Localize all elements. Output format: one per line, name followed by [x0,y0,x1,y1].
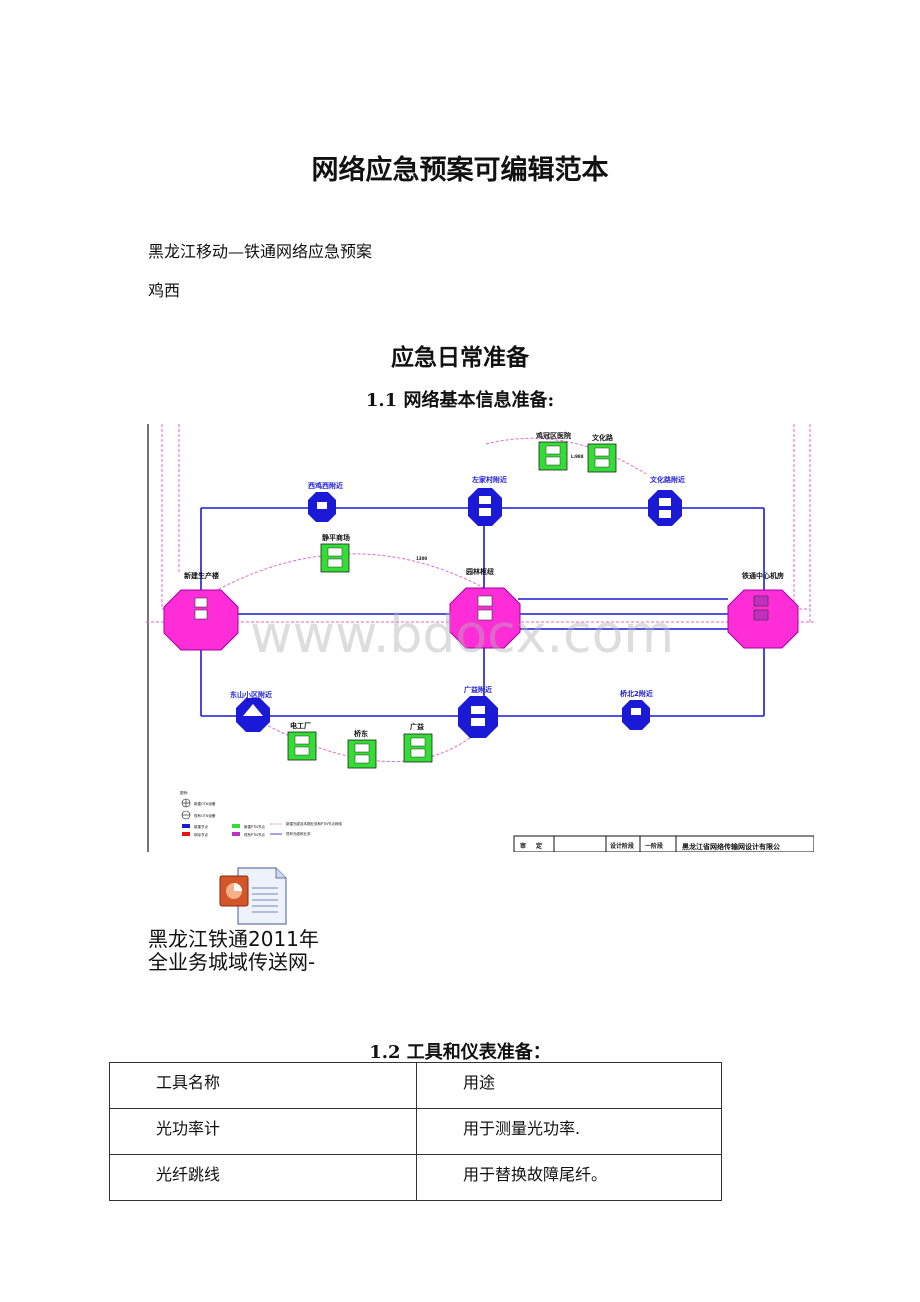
svg-text:广益: 广益 [410,722,424,731]
node-guangyi-near [458,696,498,738]
table-row: 光功率计 用于测量光功率. [109,1108,722,1155]
node-xinjian [163,589,239,651]
svg-text:园林枢纽: 园林枢纽 [466,567,494,576]
tools-table: 工具名称 用途 光功率计 用于测量光功率. 光纤跳线 用于替换故障尾纤。 [109,1062,722,1201]
svg-text:定: 定 [535,842,542,850]
svg-text:文化路附近: 文化路附近 [650,475,685,484]
svg-text:静平商场: 静平商场 [322,533,350,542]
table-header-row: 工具名称 用途 [109,1062,722,1109]
attachment-label-line1: 黑龙江铁通2011年 [148,927,319,951]
svg-text:新建节点: 新建节点 [194,824,208,829]
watermark: www.bdocx.com [250,605,675,665]
node-labels: 西鸡西附近 左家村附近 文化路附近 鸡冠区医院 文化路 静平商场 新建生产楼 园… [184,431,784,738]
svg-text:铁通中心机房: 铁通中心机房 [742,571,784,580]
green-boxes [287,441,617,769]
svg-text:L:988: L:988 [571,454,584,459]
svg-text:审: 审 [520,842,526,850]
svg-text:一阶段: 一阶段 [645,842,663,850]
title-block: 审 定 设计阶段 一阶段 黑龙江省网络传输网设计有限公 [513,835,814,852]
legend: 图例: 新建OTN设备 现有OTN设备 新建节点 拆除节点 新建PTN节点 现有… [180,790,342,837]
section-heading: 应急日常准备 [391,344,529,371]
subtitle-line-1: 黑龙江移动—铁通网络应急预案 [148,242,373,261]
blue-nodes [236,488,682,738]
table-cell: 光功率计 [109,1108,417,1155]
document-title: 网络应急预案可编辑范本 [311,155,609,186]
table-cell: 光纤跳线 [109,1154,417,1201]
svg-text:现有OTN设备: 现有OTN设备 [194,813,216,818]
svg-text:鸡冠区医院: 鸡冠区医院 [535,431,571,440]
table-cell: 用于替换故障尾纤。 [416,1154,722,1201]
svg-text:新建光缆及本期业务和PTN节点网络: 新建光缆及本期业务和PTN节点网络 [286,821,342,826]
table-header-cell: 工具名称 [109,1062,417,1109]
svg-text:文化路: 文化路 [592,433,614,442]
svg-text:拆除节点: 拆除节点 [194,832,208,837]
subtitle-line-2: 鸡西 [148,281,181,300]
svg-text:桥北2附近: 桥北2附近 [620,689,653,698]
svg-text:新建PTN节点: 新建PTN节点 [244,824,265,829]
table-header-cell: 用途 [416,1062,722,1109]
attachment-label-line2: 全业务城域传送网- [148,950,316,974]
svg-text:新建OTN设备: 新建OTN设备 [194,801,216,806]
network-diagram: 西鸡西附近 左家村附近 文化路附近 鸡冠区医院 文化路 静平商场 新建生产楼 园… [146,424,814,852]
svg-text:现有PTN节点: 现有PTN节点 [244,832,265,837]
svg-text:新建生产楼: 新建生产楼 [184,571,219,580]
svg-text:设计阶段: 设计阶段 [610,842,634,850]
svg-text:现有光缆和业务: 现有光缆和业务 [286,831,311,836]
table-row: 光纤跳线 用于替换故障尾纤。 [109,1154,722,1201]
table-cell: 用于测量光功率. [416,1108,722,1155]
svg-text:图例:: 图例: [180,790,188,795]
svg-text:广益附近: 广益附近 [464,685,492,694]
powerpoint-file-icon[interactable] [218,866,290,926]
svg-text:桥东: 桥东 [354,729,368,738]
section-1-2-heading: 1.2 工具和仪表准备： [369,1042,551,1063]
svg-text:电工厂: 电工厂 [290,721,311,730]
node-wenhualu-near [648,490,682,526]
attachment-label[interactable]: 黑龙江铁通2011年 全业务城域传送网- [148,928,408,974]
node-zuojiacun [468,488,502,526]
svg-text:西鸡西附近: 西鸡西附近 [308,481,343,490]
svg-text:1300: 1300 [416,556,427,561]
svg-text:左家村附近: 左家村附近 [471,475,507,484]
svg-text:黑龙江省网络传输网设计有限公: 黑龙江省网络传输网设计有限公 [682,842,780,851]
svg-text:东山小区附近: 东山小区附近 [230,690,272,699]
section-1-1-heading: 1.1 网络基本信息准备: [365,390,555,411]
